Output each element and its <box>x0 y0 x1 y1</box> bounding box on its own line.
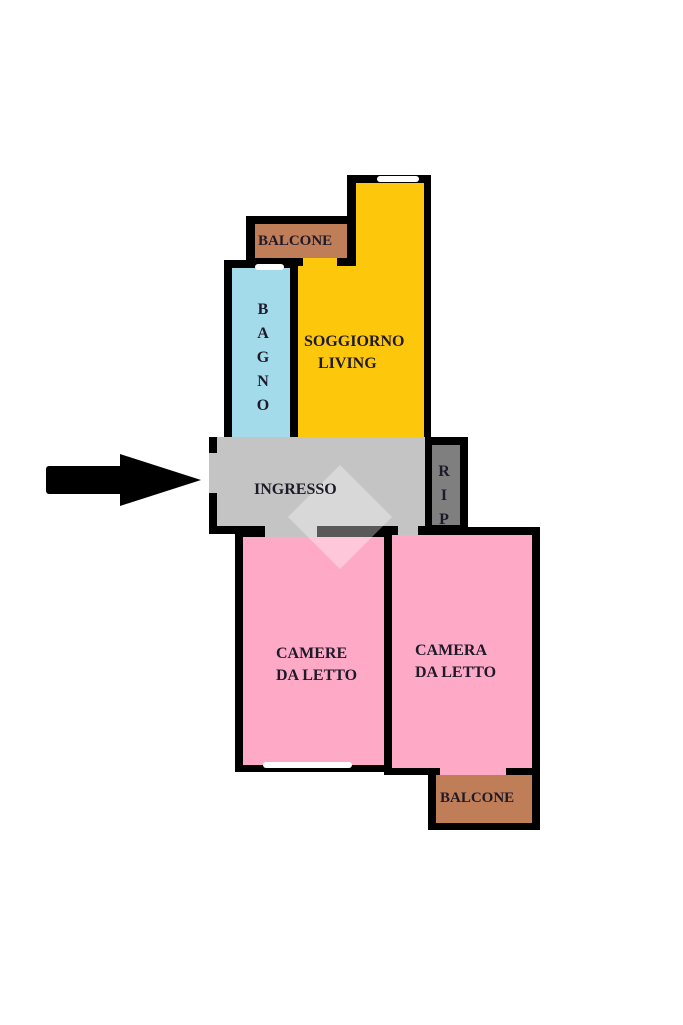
door-bathroom <box>234 437 274 445</box>
label-balcone-bottom: BALCONE <box>440 790 515 806</box>
room-soggiorno-lower <box>298 266 424 439</box>
window-living <box>377 176 419 182</box>
room-balcone-bottom <box>436 775 532 823</box>
room-bagno <box>232 268 290 438</box>
label-camera: CAMERA <box>415 642 487 659</box>
arrow-right-icon <box>46 454 201 506</box>
room-ripostiglio <box>432 445 460 525</box>
label-living: LIVING <box>318 355 377 372</box>
door-bedroom-right <box>398 526 418 535</box>
label-camera-da-letto: DA LETTO <box>415 664 497 681</box>
label-soggiorno: SOGGIORNO <box>304 333 405 350</box>
room-camere-da-letto <box>243 537 384 765</box>
label-balcone-top: BALCONE <box>258 233 333 249</box>
hall-living-opening <box>298 437 424 445</box>
door-balcony-bedroom <box>440 766 506 775</box>
label-camere: CAMERE <box>276 645 348 662</box>
window-bedroom-left <box>263 762 352 768</box>
room-ingresso <box>217 437 425 526</box>
label-ingresso: INGRESSO <box>254 481 337 498</box>
door-bedroom-left <box>265 526 317 537</box>
window-bathroom <box>255 264 284 270</box>
watermark-logo <box>288 465 392 569</box>
door-balcony-living <box>303 258 337 266</box>
room-camera-da-letto <box>392 535 532 768</box>
entrance-door <box>209 453 217 493</box>
label-camere-da-letto: DA LETTO <box>276 667 358 684</box>
label-ripostiglio: RIP <box>438 463 450 528</box>
room-balcone-top <box>255 224 347 258</box>
label-bagno: BAGNO <box>256 301 270 414</box>
